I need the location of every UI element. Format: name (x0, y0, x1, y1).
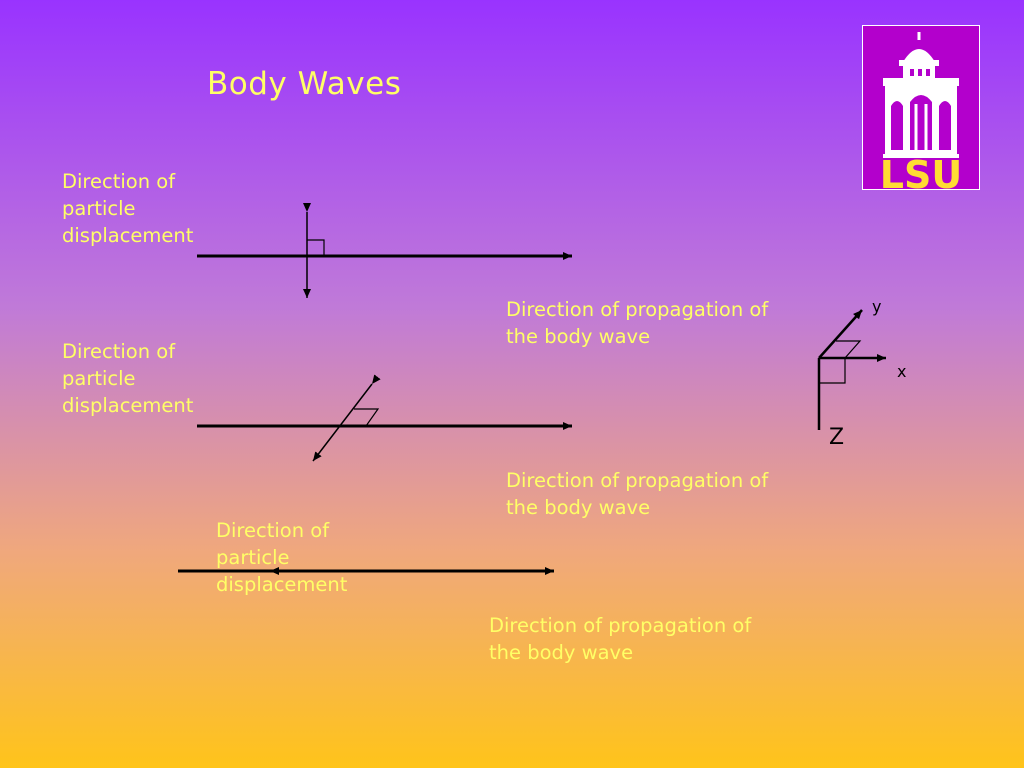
displacement-label-1-line-2: particle (62, 197, 136, 220)
propagation-label-2-line-2: the body wave (506, 496, 651, 519)
displacement-label-3-line-2: particle (216, 546, 290, 569)
propagation-label-2-line-1: Direction of propagation of (506, 469, 769, 492)
propagation-label-2: Direction of propagation of the body wav… (506, 467, 768, 521)
axes-parallelogram-xy (836, 340, 862, 359)
propagation-label-1: Direction of propagation of the body wav… (506, 296, 768, 350)
y-axis-label: y (872, 297, 882, 316)
propagation-label-3-line-2: the body wave (489, 641, 634, 664)
right-angle-mark-1 (307, 239, 325, 256)
displacement-arrow-2 (312, 374, 381, 462)
displacement-label-1: Direction of particle displacement (62, 168, 193, 249)
displacement-label-3-line-3: displacement (216, 573, 348, 596)
propagation-label-3-line-1: Direction of propagation of (489, 614, 752, 637)
lsu-logo: LSU (862, 25, 980, 190)
lsu-tower-icon: LSU (880, 32, 962, 189)
lsu-logo-text: LSU (880, 153, 962, 189)
displacement-label-2-line-3: displacement (62, 394, 194, 417)
diagram-2 (197, 374, 572, 462)
displacement-label-2-line-1: Direction of (62, 340, 176, 363)
axes-right-angle-xz (819, 358, 846, 384)
displacement-label-3: Direction of particle displacement (216, 517, 347, 598)
slide-title: Body Waves (207, 66, 402, 102)
displacement-label-3-line-1: Direction of (216, 519, 330, 542)
displacement-label-1-line-3: displacement (62, 224, 194, 247)
coordinate-axes (817, 309, 886, 430)
diagram-1 (197, 203, 572, 298)
y-axis (818, 309, 863, 359)
displacement-label-2: Direction of particle displacement (62, 338, 193, 419)
x-axis-label: x (897, 362, 907, 381)
propagation-label-1-line-1: Direction of propagation of (506, 298, 769, 321)
displacement-label-1-line-1: Direction of (62, 170, 176, 193)
propagation-label-1-line-2: the body wave (506, 325, 651, 348)
right-angle-mark-2 (354, 408, 380, 427)
displacement-label-2-line-2: particle (62, 367, 136, 390)
z-axis-label: Z (829, 425, 845, 450)
propagation-label-3: Direction of propagation of the body wav… (489, 612, 751, 666)
